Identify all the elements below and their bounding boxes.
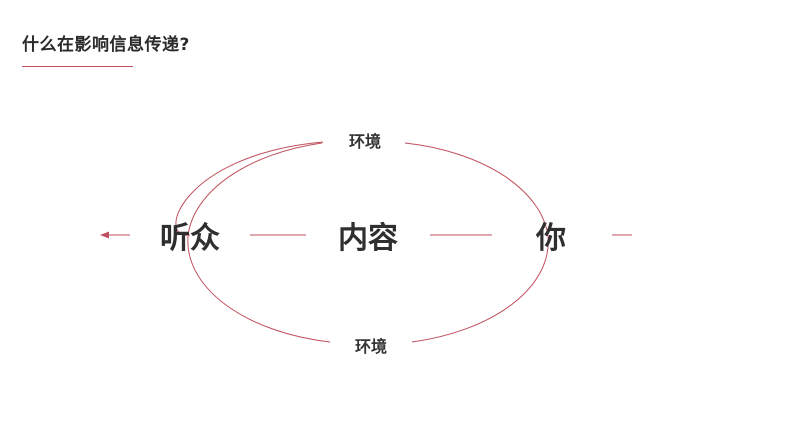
node-content: 内容: [338, 221, 398, 256]
ellipse-arc-top-right: [404, 142, 549, 237]
slide-title: 什么在影响信息传递?: [22, 35, 190, 55]
node-you: 你: [536, 221, 566, 256]
environment-ellipse-top-arc: [175, 141, 324, 236]
title-underline: [22, 66, 133, 67]
node-environment-top: 环境: [348, 132, 382, 151]
ellipse-arc-bottom-right: [411, 235, 549, 343]
arrow-left-icon: [100, 231, 109, 239]
ellipse-arc-bottom-left: [187, 235, 331, 343]
node-environment-bottom: 环境: [354, 337, 388, 356]
ellipse-arc-top-left: [187, 142, 323, 237]
node-audience: 听众: [160, 221, 220, 256]
